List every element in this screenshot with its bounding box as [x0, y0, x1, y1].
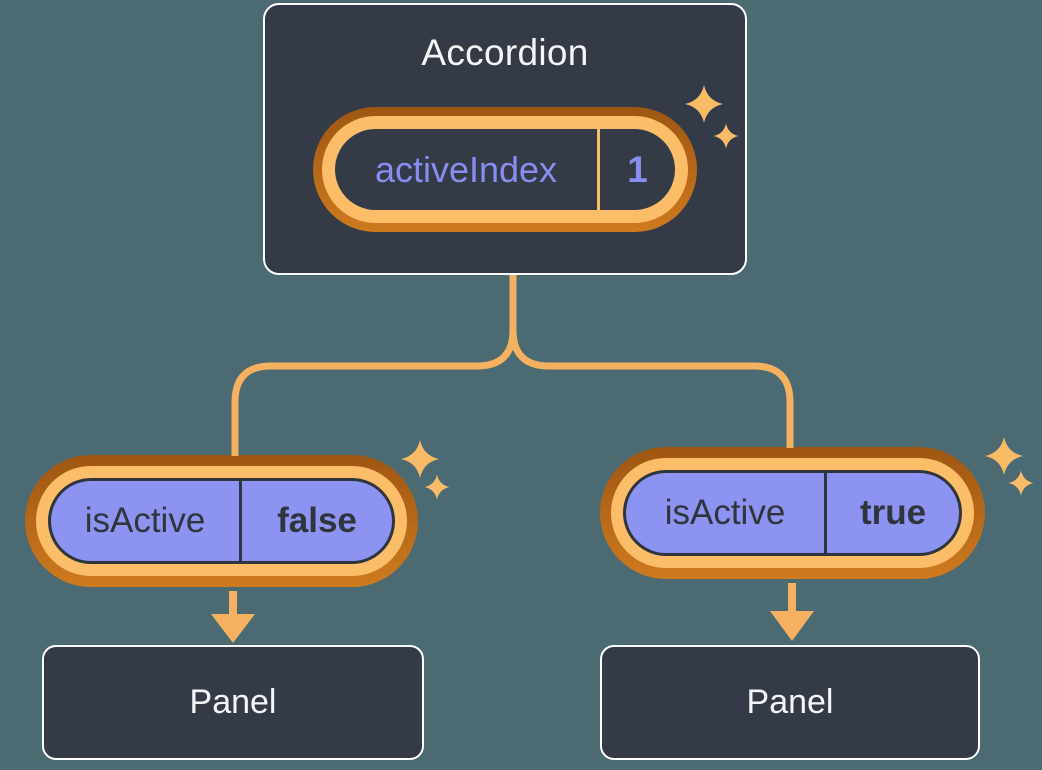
state-pill-divider: [597, 129, 600, 210]
prop-pill-left-body: isActive false: [48, 478, 395, 564]
prop-name-left: isActive: [84, 501, 206, 540]
state-value: 1: [627, 148, 648, 190]
panel-node-right: Panel: [600, 645, 980, 760]
arrow-left: [211, 591, 255, 643]
connector-right-branch: [509, 275, 794, 448]
state-pill: activeIndex 1: [313, 107, 697, 232]
prop-pill-left: isActive false: [25, 455, 418, 587]
state-pill-ring: activeIndex 1: [322, 116, 688, 223]
prop-value-right: true: [859, 493, 927, 532]
accordion-title: Accordion: [421, 32, 589, 73]
panel-node-left: Panel: [42, 645, 424, 760]
sparkle-icon: [985, 437, 1034, 496]
prop-pill-right-body: isActive true: [623, 470, 962, 556]
prop-pill-right-divider: [824, 473, 827, 553]
state-name: activeIndex: [374, 148, 558, 190]
prop-name-right: isActive: [664, 493, 786, 532]
prop-pill-left-divider: [239, 481, 242, 561]
connector-left-branch: [231, 275, 517, 456]
prop-pill-right-ring: isActive true: [611, 458, 974, 568]
prop-pill-left-ring: isActive false: [36, 466, 407, 576]
prop-pill-right: isActive true: [600, 447, 985, 579]
panel-title-left: Panel: [189, 683, 277, 721]
prop-value-left: false: [277, 501, 357, 540]
state-pill-body: activeIndex 1: [335, 129, 675, 210]
arrow-right: [770, 583, 814, 641]
panel-title-right: Panel: [746, 683, 834, 721]
